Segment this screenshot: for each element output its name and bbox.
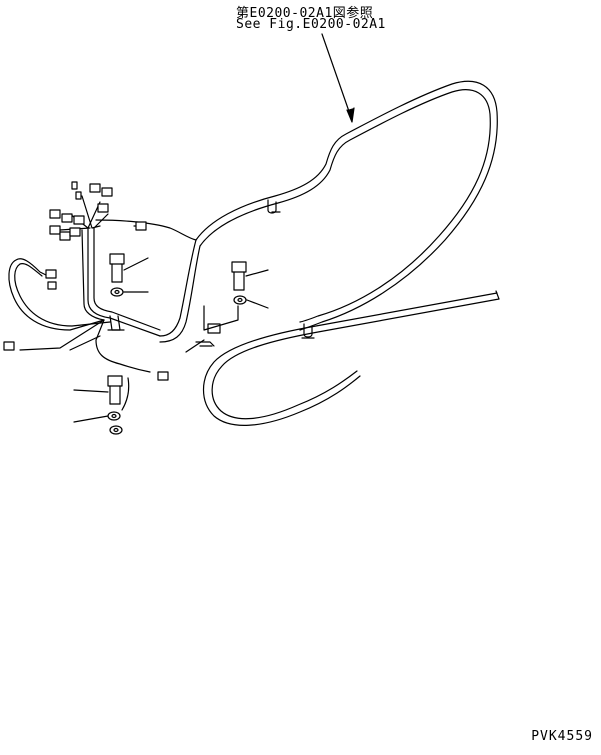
- bolt-right: [232, 262, 268, 290]
- trunk-clamp: [108, 316, 124, 330]
- bolt-lower-left: [74, 376, 122, 404]
- connector: [70, 228, 80, 236]
- figure-id-label: PVK4559: [531, 729, 593, 744]
- washer-upper-center: [111, 288, 148, 296]
- connector: [76, 192, 81, 199]
- leader-line: [70, 336, 100, 350]
- connector: [62, 214, 72, 222]
- leader-line: [186, 340, 204, 352]
- main-trunk-cable: [160, 240, 200, 342]
- mounting-bracket: [196, 306, 238, 346]
- connector: [74, 216, 84, 224]
- connector: [48, 282, 56, 289]
- connector: [50, 226, 60, 234]
- reference-note-english: See Fig.E0200-02A1: [236, 17, 386, 32]
- upper-loop-clamp: [268, 200, 280, 213]
- reference-note-japanese: 第E0200-02A1図参照: [236, 6, 374, 21]
- connector: [90, 184, 100, 192]
- connector: [158, 372, 168, 380]
- connector: [72, 182, 77, 189]
- connector: [60, 232, 70, 240]
- connector: [98, 204, 108, 212]
- wire-lead: [122, 378, 129, 410]
- washer-lower-bottom: [110, 426, 122, 434]
- lower-cable-loop: [204, 290, 500, 430]
- connector: [102, 188, 112, 196]
- connector: [136, 222, 146, 230]
- left-harness-bundle: [9, 196, 196, 372]
- upper-cable-loop: [196, 81, 497, 330]
- washer-right: [234, 296, 268, 308]
- connector: [4, 342, 14, 350]
- washer-lower-left: [74, 412, 120, 422]
- bolt-upper-center: [110, 254, 148, 282]
- right-loop-clamp: [302, 324, 314, 338]
- connectors: [4, 182, 220, 380]
- connector: [46, 270, 56, 278]
- connector: [50, 210, 60, 218]
- reference-leader-arrow: [322, 34, 354, 122]
